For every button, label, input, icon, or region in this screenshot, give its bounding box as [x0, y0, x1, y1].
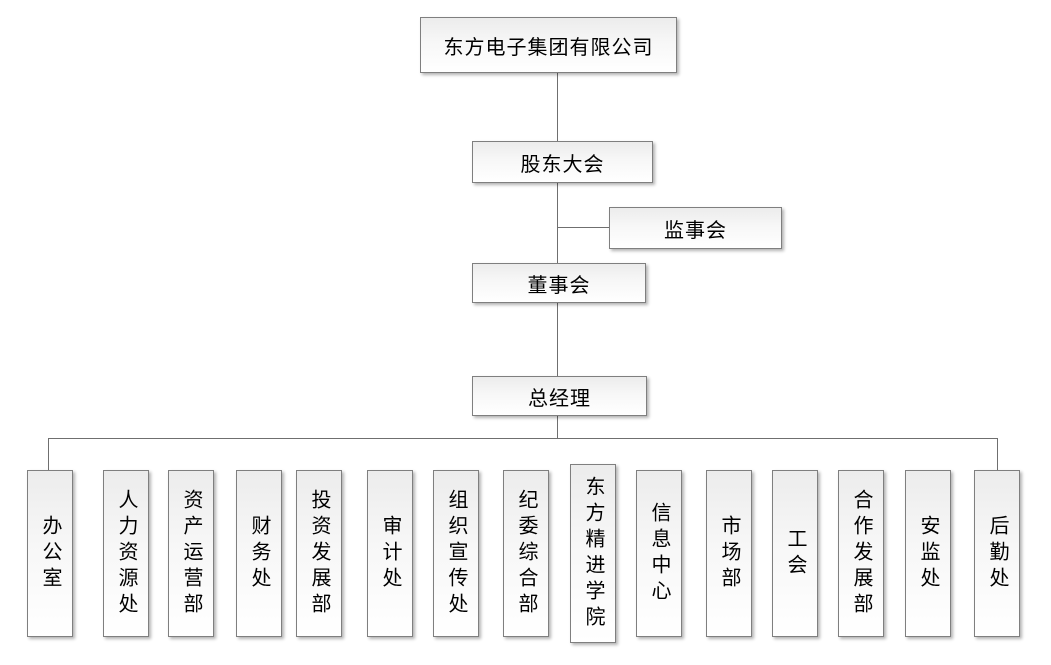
dept-box-investment-development: 投资发展部	[296, 470, 342, 637]
dept-box-information-center: 信息中心	[636, 470, 682, 637]
dept-box-discipline-committee: 纪委综合部	[503, 470, 549, 637]
dept-box-audit: 审计处	[367, 470, 413, 637]
connector-rail-right-drop	[997, 438, 998, 474]
dept-box-organization-publicity-label: 组织宣传处	[445, 488, 467, 619]
org-box-supervisory-board-label: 监事会	[664, 219, 727, 242]
org-box-supervisory-board: 监事会	[609, 207, 782, 249]
org-box-company-label: 东方电子集团有限公司	[443, 36, 654, 59]
dept-box-office: 办公室	[27, 470, 73, 637]
dept-box-safety-supervision: 安监处	[905, 470, 951, 637]
dept-box-jingjin-academy: 东方精进学院	[570, 464, 616, 643]
dept-box-finance-label: 财务处	[248, 514, 270, 593]
dept-box-marketing-label: 市场部	[718, 514, 740, 593]
dept-box-human-resources-label: 人力资源处	[115, 488, 137, 619]
org-box-general-manager-label: 总经理	[528, 387, 591, 410]
dept-box-jingjin-academy-label: 东方精进学院	[582, 475, 604, 632]
dept-box-asset-operations: 资产运营部	[168, 470, 214, 637]
connector-gm-to-rail	[557, 416, 558, 439]
dept-box-investment-development-label: 投资发展部	[308, 488, 330, 619]
dept-box-logistics: 后勤处	[974, 470, 1020, 637]
org-box-company: 东方电子集团有限公司	[420, 17, 677, 73]
connector-branch-supervisory	[557, 227, 609, 228]
connector-rail-left-drop	[48, 438, 49, 471]
dept-box-finance: 财务处	[236, 470, 282, 637]
connector-board-to-gm	[557, 303, 558, 376]
dept-box-labor-union-label: 工会	[784, 527, 806, 580]
dept-box-logistics-label: 后勤处	[986, 514, 1008, 593]
dept-box-audit-label: 审计处	[379, 514, 401, 593]
org-box-shareholders-meeting: 股东大会	[472, 141, 653, 183]
org-box-shareholders-meeting-label: 股东大会	[520, 153, 605, 176]
dept-box-marketing: 市场部	[706, 470, 752, 637]
dept-box-discipline-committee-label: 纪委综合部	[515, 488, 537, 619]
dept-box-organization-publicity: 组织宣传处	[433, 470, 479, 637]
connector-company-to-shareholders	[557, 73, 558, 141]
dept-box-safety-supervision-label: 安监处	[917, 514, 939, 593]
dept-box-information-center-label: 信息中心	[648, 501, 670, 606]
dept-box-cooperation-development-label: 合作发展部	[850, 488, 872, 619]
dept-box-human-resources: 人力资源处	[103, 470, 149, 637]
dept-box-asset-operations-label: 资产运营部	[180, 488, 202, 619]
org-box-general-manager: 总经理	[472, 376, 647, 416]
dept-box-office-label: 办公室	[39, 514, 61, 593]
connector-department-rail	[48, 438, 998, 439]
connector-shareholders-to-board	[557, 183, 558, 263]
org-box-board-of-directors-label: 董事会	[527, 274, 591, 297]
org-box-board-of-directors: 董事会	[472, 263, 646, 303]
dept-box-cooperation-development: 合作发展部	[838, 470, 884, 637]
dept-box-labor-union: 工会	[772, 470, 818, 637]
